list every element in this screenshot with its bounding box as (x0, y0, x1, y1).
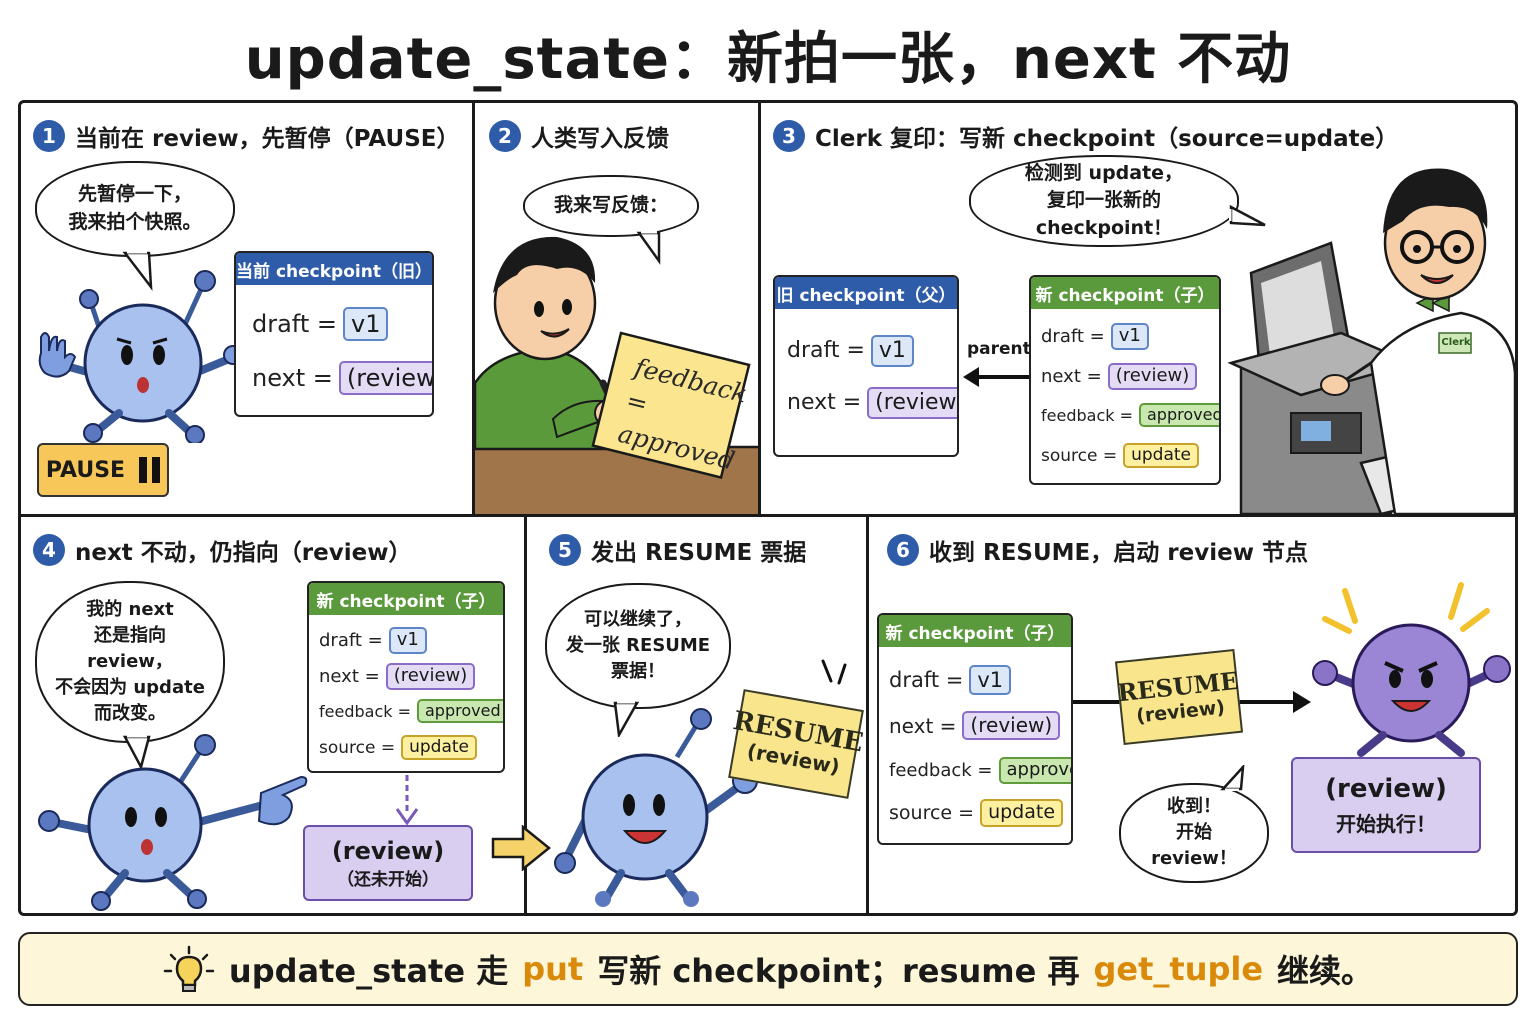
panel-1: 1 当前在 review，先暂停（PAUSE） 先暂停一下，我来拍个快照。 当前… (21, 103, 472, 514)
arrow-left-icon (963, 367, 1031, 387)
lightbulb-icon (163, 945, 215, 992)
pause-badge: PAUSE (37, 443, 169, 497)
card-title: 当前 checkpoint（旧） (236, 253, 432, 285)
draft-value: v1 (342, 307, 389, 341)
panel-number: 6 (887, 534, 919, 566)
parent-label: parent (967, 339, 1031, 359)
panel-3: 3 Clerk 复印：写新 checkpoint（source=update） … (761, 103, 1515, 514)
draft-value: v1 (870, 335, 914, 367)
old-checkpoint-card: 旧 checkpoint（父） draft = v1 next = (revie… (773, 275, 959, 457)
panel-title: next 不动，仍指向（review） (75, 540, 412, 566)
summary-text-3: 继续。 (1277, 952, 1374, 990)
summary-highlight-put: put (522, 950, 584, 988)
panel-number: 1 (33, 120, 65, 152)
card-title: 旧 checkpoint（父） (775, 277, 957, 309)
arrow-right-icon (491, 825, 551, 871)
pause-icon (139, 457, 161, 483)
spark-lines (821, 659, 847, 685)
next-value: (review) (338, 361, 432, 395)
panel-title: Clerk 复印：写新 checkpoint（source=update） (815, 126, 1399, 152)
speech-bubble: 我来写反馈： (523, 175, 699, 237)
speech-bubble: 检测到 update，复印一张新的 checkpoint！ (969, 155, 1239, 247)
next-value: (review) (867, 387, 957, 419)
panel-number: 3 (773, 120, 805, 152)
panel-title: 人类写入反馈 (531, 126, 669, 152)
card-title: 新 checkpoint（子） (879, 615, 1071, 647)
speech-bubble: 收到！开始 review！ (1119, 783, 1269, 883)
robot-pointing (38, 734, 308, 911)
resume-ticket: RESUME (review) (1114, 648, 1244, 746)
panel-6: 6 收到 RESUME，启动 review 节点 新 checkpoint（子）… (869, 517, 1515, 913)
summary-text-1: update_state 走 (228, 952, 509, 990)
card-title: 新 checkpoint（子） (309, 583, 503, 615)
clerk-badge: Clerk (1441, 337, 1471, 348)
panel-title: 当前在 review，先暂停（PAUSE） (75, 126, 460, 152)
speech-bubble: 先暂停一下，我来拍个快照。 (35, 161, 235, 257)
new-checkpoint-card: 新 checkpoint（子） draft = v1 next = (revie… (877, 613, 1073, 845)
robot-ticket (554, 708, 758, 907)
panel-title: 发出 RESUME 票据 (591, 540, 807, 566)
clerk-copier-illustration (1227, 168, 1515, 514)
human-writing (475, 236, 758, 514)
new-checkpoint-card: 新 checkpoint（子） draft = v1 next = (revie… (1029, 275, 1221, 485)
summary-highlight-get-tuple: get_tuple (1093, 950, 1264, 988)
summary-banner: update_state 走 put 写新 checkpoint；resume … (18, 932, 1518, 1006)
panel-title: 收到 RESUME，启动 review 节点 (929, 540, 1308, 566)
panel-number: 2 (489, 120, 521, 152)
card-title: 新 checkpoint（子） (1031, 277, 1219, 309)
robot-excited (1312, 582, 1511, 757)
arrow-down-icon (395, 775, 419, 825)
page-title: update_state：新拍一张，next 不动 (244, 27, 1292, 92)
panel-number: 5 (549, 534, 581, 566)
new-checkpoint-card: 新 checkpoint（子） draft = v1 next = (revie… (307, 581, 505, 773)
panel-2: 2 人类写入反馈 我来写反馈： feedback = approved (475, 103, 758, 514)
summary-text-2: 写新 checkpoint；resume 再 (597, 952, 1080, 990)
panel-number: 4 (33, 534, 65, 566)
review-node: (review) （还未开始） (303, 825, 473, 901)
robot-paused (38, 270, 243, 443)
review-node: (review) 开始执行！ (1291, 757, 1481, 853)
current-checkpoint-card: 当前 checkpoint（旧） draft = v1 next = (revi… (234, 251, 434, 417)
comic-strip: 1 当前在 review，先暂停（PAUSE） 先暂停一下，我来拍个快照。 当前… (18, 100, 1518, 916)
